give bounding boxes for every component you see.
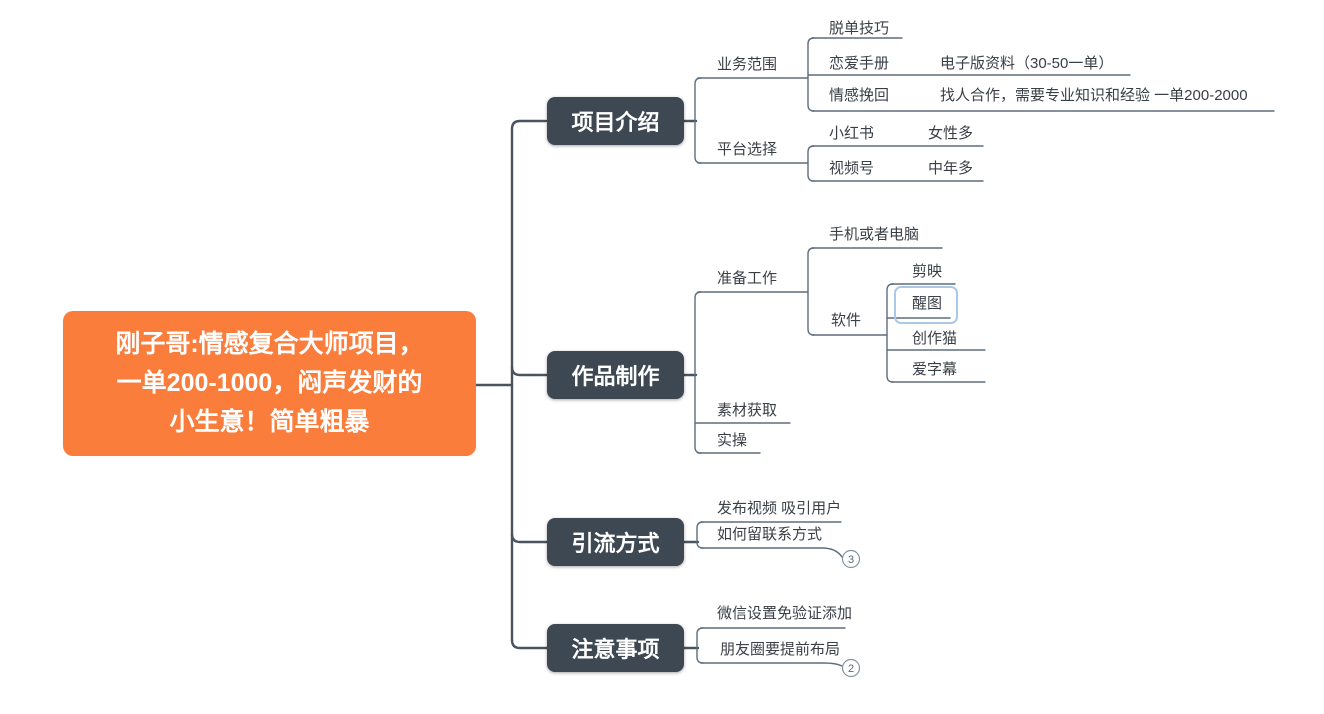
node-emotion-recovery[interactable]: 情感挽回	[829, 87, 890, 104]
trunk-connectors	[474, 119, 700, 650]
node-practice[interactable]: 实操	[717, 432, 748, 449]
node-aizimu[interactable]: 爱字幕	[912, 361, 958, 378]
topic4-branch-lines	[696, 627, 846, 667]
collapsed-count-badge[interactable]: 2	[841, 658, 861, 678]
node-ebook-material[interactable]: 电子版资料（30-50一单）	[940, 55, 1114, 72]
topic3-branch-lines	[696, 521, 843, 558]
node-business-scope[interactable]: 业务范围	[717, 56, 778, 73]
node-leave-contact[interactable]: 如何留联系方式	[717, 526, 823, 543]
node-single-skills[interactable]: 脱单技巧	[829, 20, 890, 37]
node-female-majority[interactable]: 女性多	[928, 125, 974, 142]
badge-count-2: 2	[848, 663, 854, 675]
node-love-manual[interactable]: 恋爱手册	[829, 55, 890, 72]
node-software[interactable]: 软件	[831, 312, 862, 329]
node-publish-video[interactable]: 发布视频 吸引用户	[717, 500, 842, 517]
node-material-source[interactable]: 素材获取	[717, 402, 778, 419]
selection-highlight	[894, 286, 958, 324]
node-platform-choice[interactable]: 平台选择	[717, 141, 778, 158]
node-wechat-no-verify[interactable]: 微信设置免验证添加	[717, 605, 853, 622]
node-jianying[interactable]: 剪映	[912, 263, 943, 280]
topic-traffic-method[interactable]: 引流方式	[547, 518, 684, 566]
topic1-branch-lines	[694, 37, 1275, 182]
node-phone-or-pc[interactable]: 手机或者电脑	[829, 226, 920, 243]
root-topic-line3: 小生意！简单粗暴	[169, 408, 370, 436]
topic-notes[interactable]: 注意事项	[547, 624, 684, 672]
node-chuangzuomao[interactable]: 创作猫	[912, 330, 958, 347]
node-cooperation-note[interactable]: 找人合作，需要专业知识和经验 一单200-2000	[940, 87, 1248, 104]
badge-count-3: 3	[848, 554, 854, 566]
root-topic[interactable]: 刚子哥:情感复合大师项目， 一单200-1000，闷声发财的 小生意！简单粗暴	[63, 311, 476, 456]
node-preparation[interactable]: 准备工作	[717, 270, 778, 287]
topic-project-intro[interactable]: 项目介绍	[547, 97, 684, 145]
root-topic-line2: 一单200-1000，闷声发财的	[116, 369, 423, 397]
node-middleaged-majority[interactable]: 中年多	[928, 160, 974, 177]
node-video-channel[interactable]: 视频号	[829, 160, 875, 177]
node-xiaohongshu[interactable]: 小红书	[829, 125, 875, 142]
node-moments-layout[interactable]: 朋友圈要提前布局	[720, 641, 841, 658]
collapsed-count-badge[interactable]: 3	[841, 549, 861, 569]
node-xingtu-selected[interactable]: 醒图	[912, 295, 943, 312]
topic2-branch-lines	[694, 247, 986, 454]
topic-work-production[interactable]: 作品制作	[547, 351, 684, 399]
root-topic-line1: 刚子哥:情感复合大师项目，	[115, 330, 424, 358]
